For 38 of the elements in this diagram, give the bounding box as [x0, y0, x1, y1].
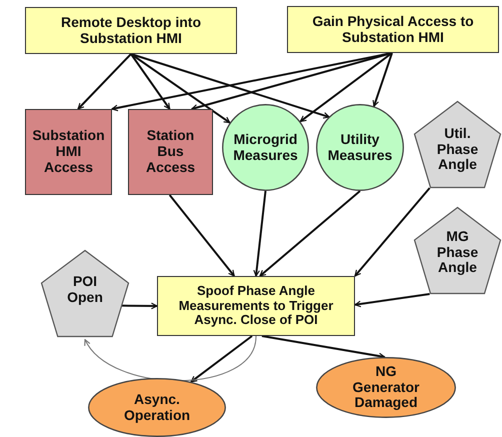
input-pentagon — [41, 250, 129, 337]
process-box — [25, 7, 237, 54]
node-label: Remote Desktop into Substation HMI — [60, 14, 202, 46]
arrow — [354, 187, 430, 277]
process-box — [128, 109, 213, 195]
node-label: Microgrid Measures — [232, 132, 299, 164]
process-box — [157, 276, 355, 336]
arrow — [372, 52, 393, 107]
arrow — [354, 293, 430, 308]
outcome-ellipse — [88, 378, 226, 437]
input-pentagon — [414, 207, 501, 294]
arrow — [300, 52, 393, 122]
node-label: Utility Measures — [326, 132, 394, 164]
measure-circle — [222, 104, 309, 191]
node-label: Gain Physical Access to Substation HMI — [311, 14, 475, 46]
arrow — [262, 335, 386, 360]
process-box — [287, 6, 499, 53]
node-label: Util. Phase Angle — [436, 124, 480, 173]
arrow — [130, 53, 230, 124]
arrow — [168, 194, 235, 277]
node-label: POI Open — [66, 274, 104, 307]
arrow — [77, 53, 132, 110]
node-label: Async. Operation — [122, 392, 192, 424]
node-label: Substation HMI Access — [31, 128, 106, 176]
arrow — [190, 335, 253, 383]
arrow — [259, 190, 361, 277]
node-label: Spoof Phase Angle Measurements to Trigger Async. Close of POI — [178, 284, 334, 328]
arrow — [253, 190, 266, 277]
arrow — [122, 302, 158, 310]
arrow — [130, 53, 330, 119]
node-label: NG Generator Damaged — [352, 364, 420, 411]
node-label: MG Phase Angle — [436, 226, 480, 276]
outcome-ellipse — [316, 357, 456, 418]
measure-circle — [316, 104, 404, 191]
input-pentagon — [414, 101, 501, 188]
arrow — [130, 53, 170, 110]
node-label: Station Bus Access — [144, 128, 196, 176]
process-box — [25, 109, 112, 195]
